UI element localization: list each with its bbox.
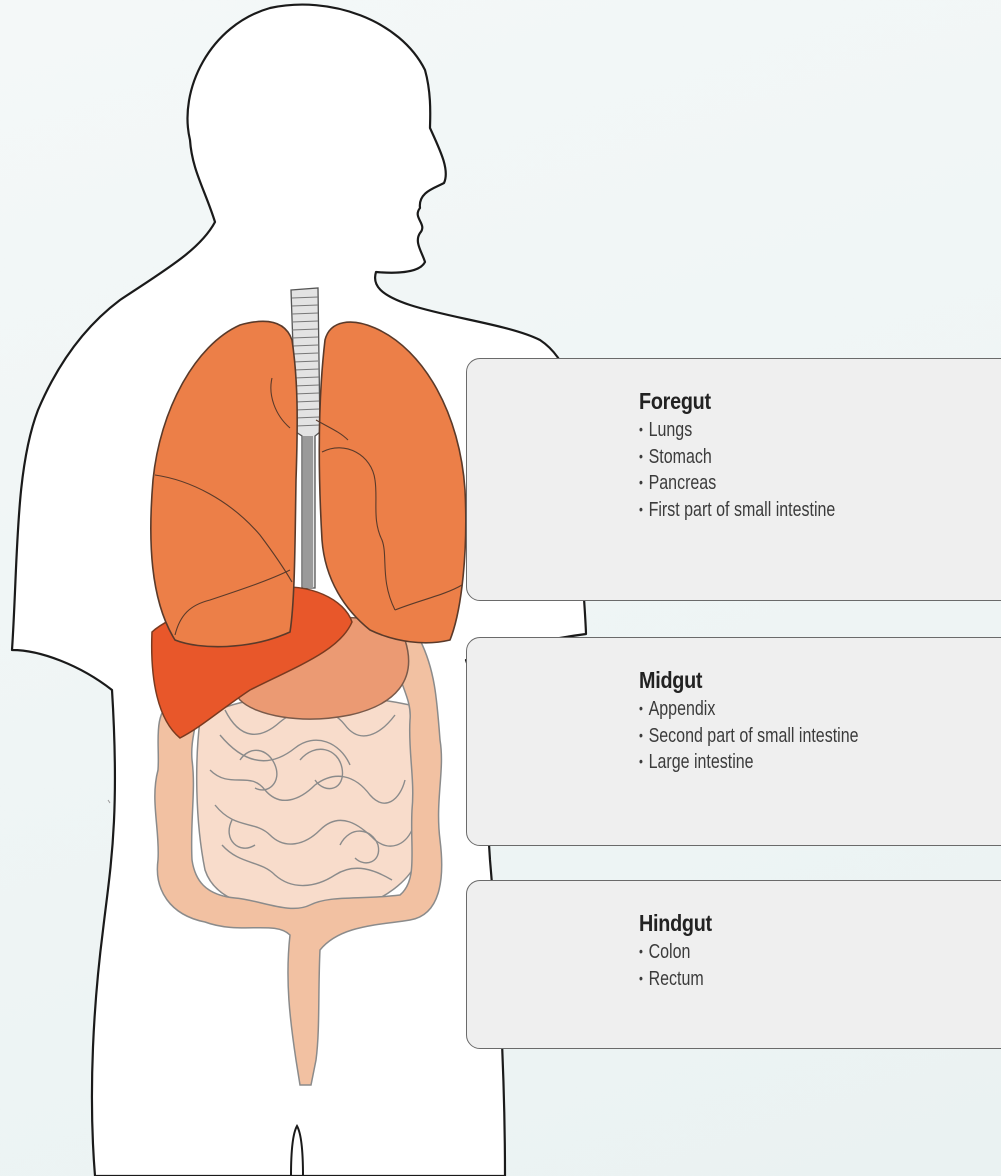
list-item: •Stomach bbox=[639, 444, 835, 471]
list-item: •Appendix bbox=[639, 696, 859, 723]
stray-mark bbox=[108, 800, 110, 803]
list-item: •Large intestine bbox=[639, 749, 859, 776]
midgut-list: •Appendix •Second part of small intestin… bbox=[639, 696, 913, 776]
list-item: •Second part of small intestine bbox=[639, 723, 859, 750]
small-intestine bbox=[197, 695, 426, 912]
list-item: •Colon bbox=[639, 939, 707, 966]
list-item: •First part of small intestine bbox=[639, 497, 835, 524]
hindgut-panel: Hindgut •Colon •Rectum bbox=[466, 880, 1001, 1049]
hindgut-heading: Hindgut bbox=[639, 909, 712, 937]
list-item: •Lungs bbox=[639, 417, 835, 444]
hindgut-list: •Colon •Rectum bbox=[639, 939, 724, 992]
foregut-heading: Foregut bbox=[639, 387, 850, 415]
midgut-heading: Midgut bbox=[639, 666, 875, 694]
foregut-panel: Foregut •Lungs •Stomach •Pancreas •First… bbox=[466, 358, 1001, 601]
foregut-list: •Lungs •Stomach •Pancreas •First part of… bbox=[639, 417, 884, 523]
list-item: •Rectum bbox=[639, 966, 707, 993]
list-item: •Pancreas bbox=[639, 470, 835, 497]
midgut-panel: Midgut •Appendix •Second part of small i… bbox=[466, 637, 1001, 846]
